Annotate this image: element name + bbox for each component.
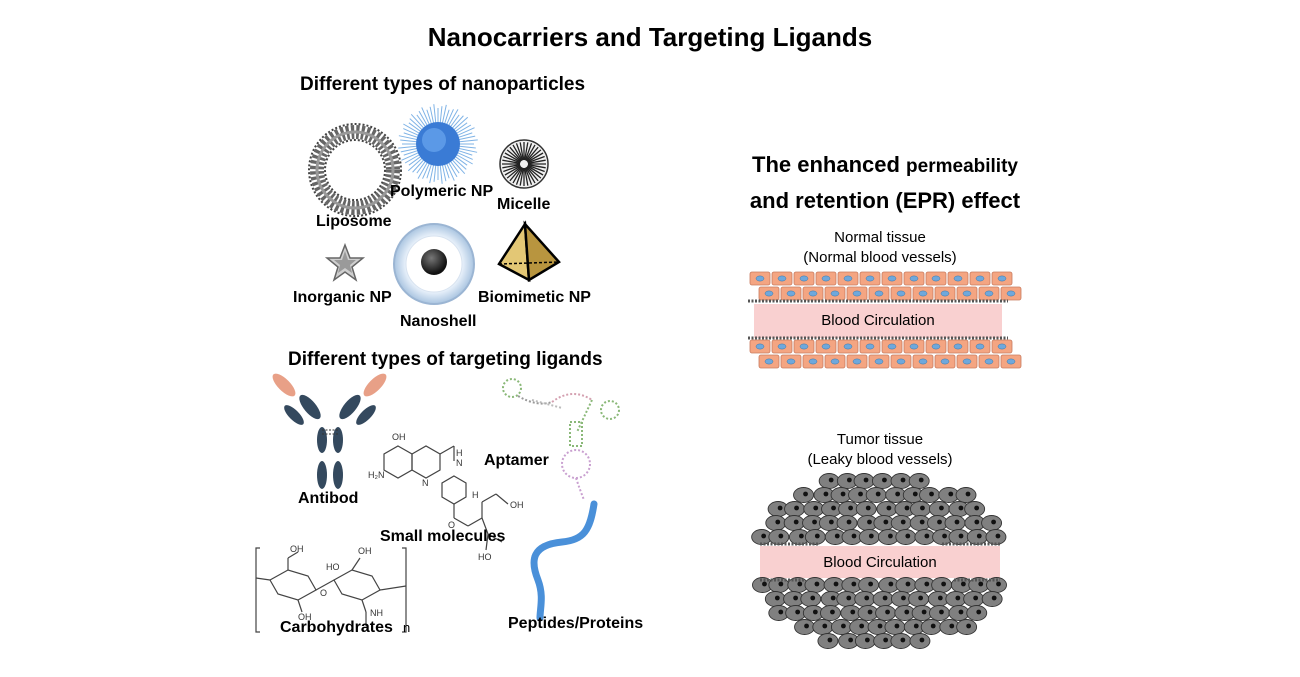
normal-blood-circulation-label: Blood Circulation	[821, 312, 934, 329]
liposome-icon	[308, 123, 402, 217]
tumor-tissue-caption: Tumor tissue (Leaky blood vessels)	[740, 430, 1020, 470]
micelle-icon	[499, 139, 549, 189]
micelle-chains	[502, 142, 546, 186]
chem-ho-2: HO	[326, 562, 340, 572]
chem-o-1: O	[448, 520, 455, 530]
tumor-blood-circulation-label: Blood Circulation	[823, 554, 936, 571]
endothelial-cell-row	[758, 354, 1022, 369]
nanoshell-icon	[393, 223, 475, 305]
nanoshell-label: Nanoshell	[400, 313, 477, 330]
ligands-heading: Different types of targeting ligands	[288, 349, 603, 370]
epr-heading-line1-small: permeability	[906, 156, 1018, 177]
epr-heading-line1: The enhanced	[752, 152, 900, 177]
inorganic-np-label: Inorganic NP	[293, 289, 392, 306]
aptamer-icon	[502, 378, 620, 501]
epr-heading: The enhanced permeability and retention …	[725, 148, 1045, 218]
polymeric-np-icon	[398, 104, 478, 184]
antibody-label: Antibod	[298, 490, 359, 507]
aptamer-label: Aptamer	[484, 452, 549, 469]
endothelial-cell-row	[749, 339, 1013, 354]
normal-tissue-subtitle: (Normal blood vessels)	[803, 249, 957, 266]
normal-tissue-title: Normal tissue	[834, 229, 926, 246]
small-molecules-label: Small molecules	[380, 528, 506, 545]
small-molecule-structure-icon: OH H₂N N H N O H OH HO	[368, 432, 524, 562]
liposome-label: Liposome	[316, 213, 392, 230]
tumor-blood-vessel-diagram: Blood Circulation	[751, 473, 1007, 649]
chem-h-1: H	[456, 448, 463, 458]
chem-ho-1: HO	[478, 552, 492, 562]
tumor-tissue-subtitle: (Leaky blood vessels)	[807, 451, 953, 468]
chem-h2n: H₂N	[368, 470, 385, 480]
page-title: Nanocarriers and Targeting Ligands	[427, 22, 873, 52]
chem-oh-2: OH	[510, 500, 524, 510]
normal-blood-vessel-diagram: Blood Circulation	[748, 271, 1022, 369]
chem-nh: NH	[370, 608, 383, 618]
biomimetic-np-pyramid-icon	[497, 220, 561, 283]
chem-n-2: N	[456, 458, 463, 468]
chem-oh-1: OH	[392, 432, 406, 442]
tumor-tissue-title: Tumor tissue	[836, 431, 924, 448]
peptides-label: Peptides/Proteins	[508, 615, 644, 632]
nanoparticles-heading: Different types of nanoparticles	[300, 74, 586, 95]
carbohydrate-structure-icon: OH OH HO OH O NH	[255, 544, 407, 633]
endothelial-cell-row	[749, 271, 1013, 286]
carbohydrates-repeat-n: n	[403, 620, 411, 635]
biomimetic-np-label: Biomimetic NP	[478, 289, 591, 306]
carbohydrates-label: Carbohydrates	[280, 619, 393, 636]
chem-oh-4: OH	[358, 546, 372, 556]
peptide-icon	[530, 500, 598, 622]
chem-oh-3: OH	[290, 544, 304, 554]
tumor-blood-channel	[760, 546, 1000, 578]
micelle-label: Micelle	[497, 196, 551, 213]
endothelial-cell-row	[758, 286, 1022, 301]
chem-h-2: H	[472, 490, 479, 500]
chem-n-1: N	[422, 478, 429, 488]
normal-tissue-caption: Normal tissue (Normal blood vessels)	[740, 228, 1020, 268]
normal-blood-channel	[754, 304, 1002, 338]
chem-o-2: O	[320, 588, 327, 598]
inorganic-np-star-icon	[324, 242, 366, 282]
polymeric-np-label: Polymeric NP	[390, 183, 494, 200]
antibody-icon	[272, 373, 387, 489]
chem-oh-5: OH	[298, 612, 312, 622]
epr-heading-line2: and retention (EPR) effect	[749, 188, 1021, 213]
